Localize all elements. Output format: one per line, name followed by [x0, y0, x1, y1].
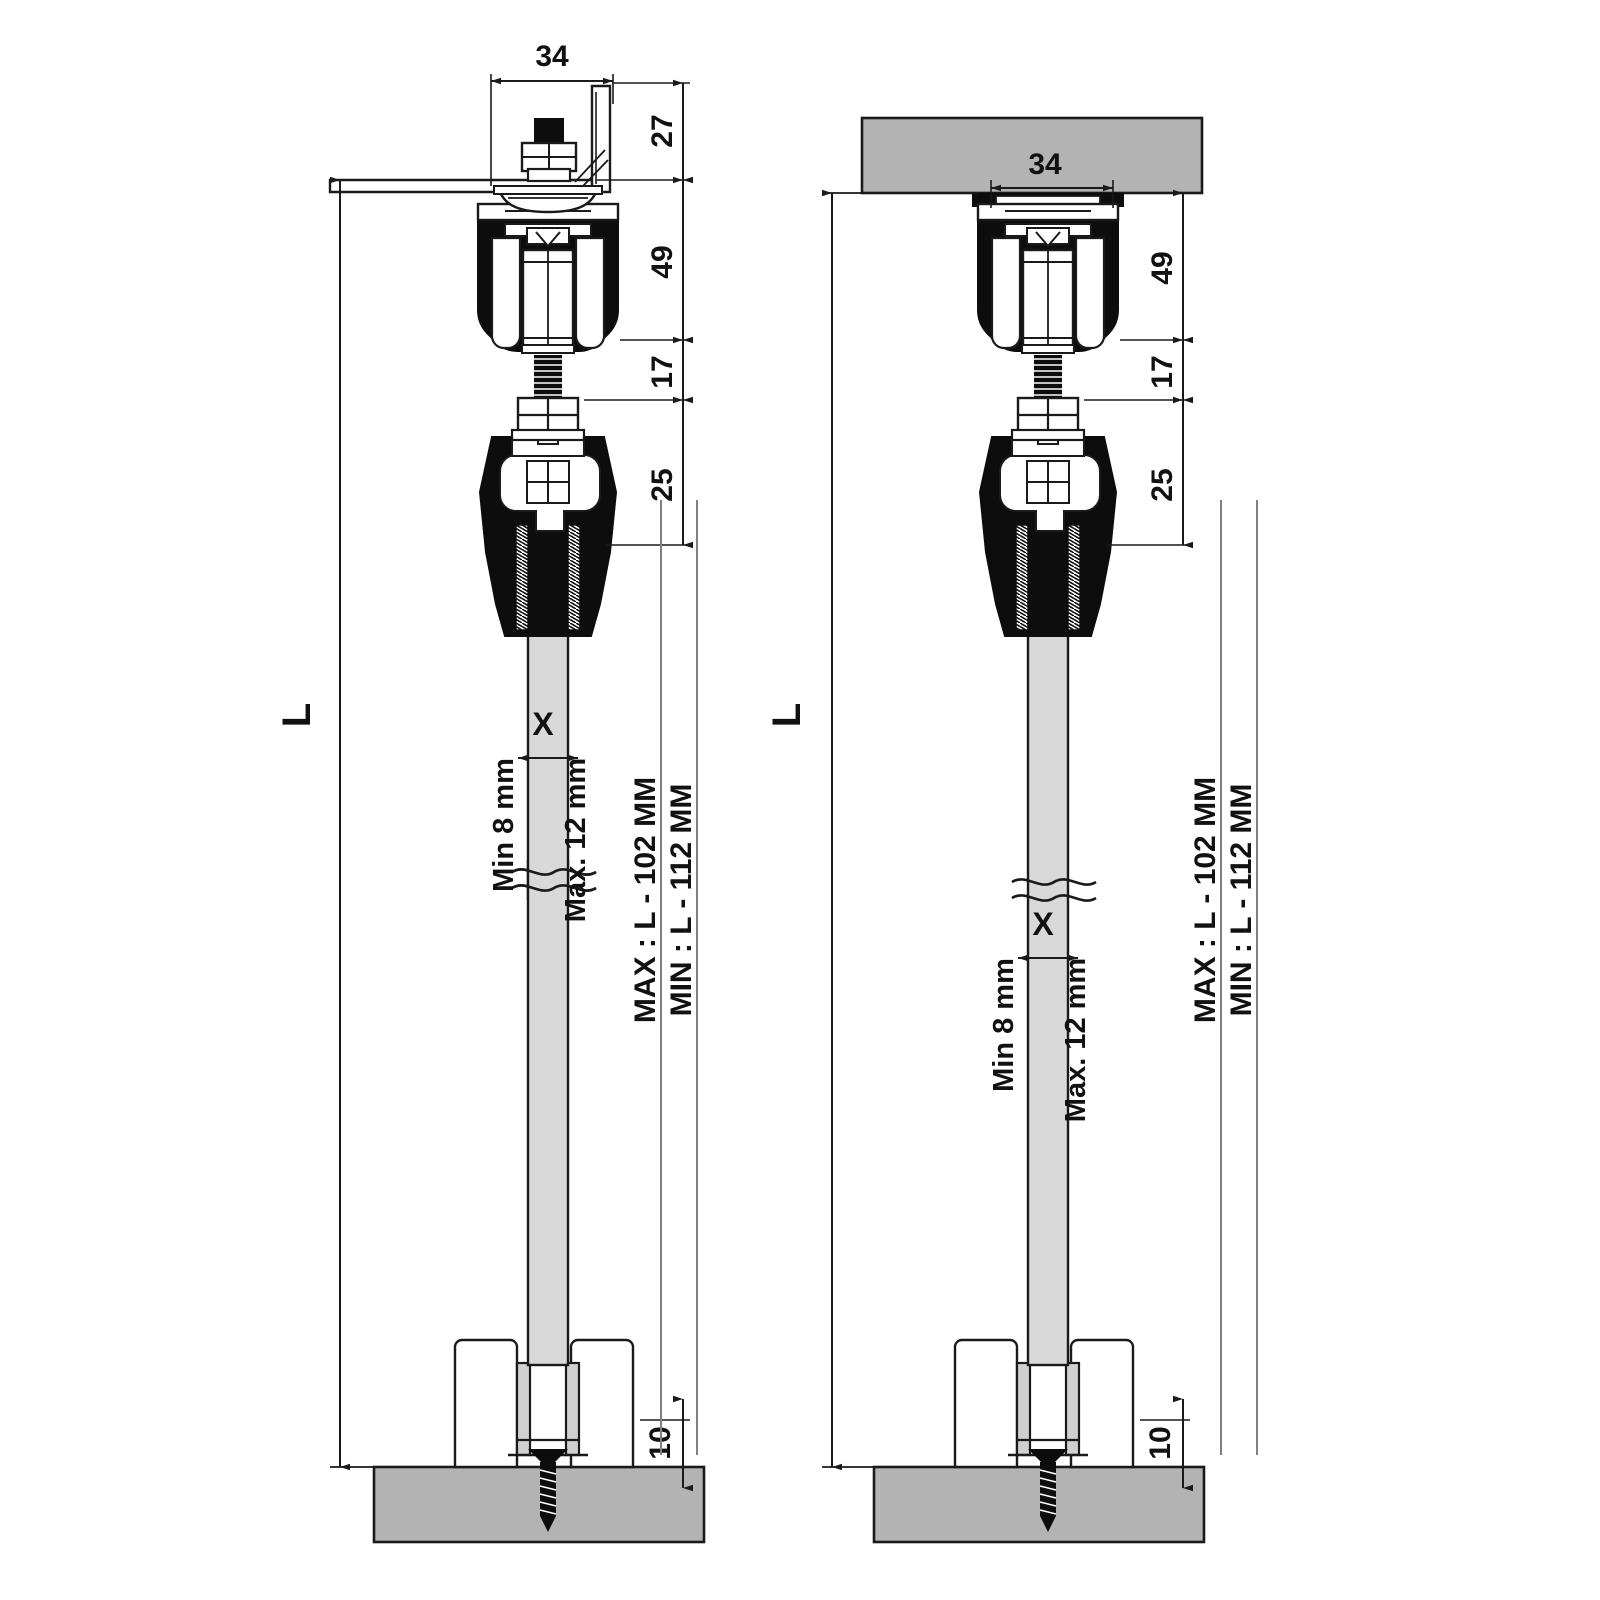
- door-panel-right: [1011, 528, 1097, 1367]
- dim-label-L-right: L: [765, 703, 809, 727]
- dim-label-17-left: 17: [646, 355, 679, 388]
- glass-clamp-left: [478, 423, 618, 637]
- dim-width-34-right: 34: [990, 148, 1114, 208]
- dim-width-34-left: 34: [490, 40, 614, 186]
- floor-guide-left: [453, 1338, 635, 1532]
- dim-label-25-left: 25: [646, 468, 679, 501]
- panel-height-notes-left: MAX : L - 102 MM MIN : L - 112 MM: [629, 500, 698, 1455]
- dim-L-left: L: [275, 176, 492, 1471]
- dim-L-right: L: [765, 189, 978, 1471]
- door-panel-left: [511, 528, 597, 1367]
- floor-slab-left: [372, 1465, 706, 1544]
- wall-bracket-left: [328, 84, 612, 214]
- dim-label-L-left: L: [275, 703, 319, 727]
- hanger-stem-right: [1010, 355, 1086, 442]
- track-rail-left: [476, 202, 620, 354]
- floor-guide-right: [953, 1338, 1135, 1532]
- gap-callout-right: X: [1018, 900, 1078, 962]
- dim-label-34-left: 34: [535, 40, 569, 73]
- floor-slab-right: [872, 1465, 1206, 1544]
- panel-max-note-left: MAX : L - 102 MM: [629, 777, 662, 1023]
- dim-chain-right: 49 17 25: [1084, 189, 1193, 549]
- min-note-right: Min 8 mm: [988, 958, 1020, 1092]
- dim-chain-left: 27 49 17 25: [584, 79, 693, 549]
- min-note-left: Min 8 mm: [488, 758, 520, 892]
- max-note-right: Max. 12 mm: [1060, 958, 1092, 1122]
- view-right-ceiling-mounted: 34 49 17 25 10: [765, 116, 1258, 1544]
- max-note-left: Max. 12 mm: [560, 758, 592, 922]
- panel-min-note-right: MIN : L - 112 MM: [1225, 784, 1258, 1017]
- panel-max-note-right: MAX : L - 102 MM: [1189, 777, 1222, 1023]
- gap-label-X-left: X: [532, 706, 554, 742]
- hanger-stem-left: [510, 355, 586, 442]
- panel-height-notes-right: MAX : L - 102 MM MIN : L - 112 MM: [1189, 500, 1258, 1455]
- dim-label-10-right: 10: [1144, 1426, 1177, 1459]
- dim-10-right: 10: [1140, 1395, 1193, 1492]
- dim-label-25-right: 25: [1146, 468, 1179, 501]
- gap-label-X-right: X: [1032, 906, 1054, 942]
- panel-min-note-left: MIN : L - 112 MM: [665, 784, 698, 1017]
- dim-label-49-left: 49: [646, 245, 679, 278]
- dim-label-34-right: 34: [1028, 148, 1062, 181]
- view-left-bracket-mounted: 34 27 49 17 25: [275, 40, 706, 1544]
- gap-callout-left: X: [518, 700, 578, 762]
- track-rail-right: [972, 193, 1124, 354]
- glass-clamp-right: [978, 423, 1118, 637]
- dim-label-17-right: 17: [1146, 355, 1179, 388]
- dim-label-49-right: 49: [1146, 251, 1179, 284]
- dim-label-27-left: 27: [646, 114, 679, 147]
